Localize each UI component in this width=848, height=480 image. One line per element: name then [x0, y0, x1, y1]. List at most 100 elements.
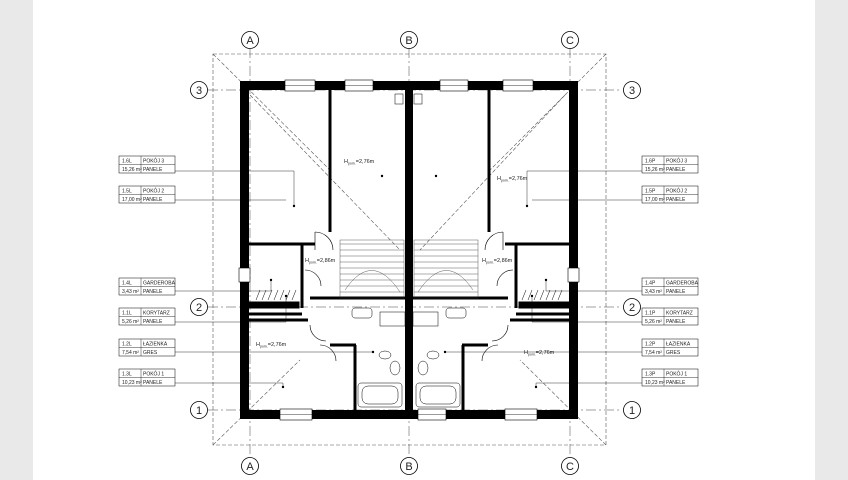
room-number: 1.6P — [645, 159, 656, 165]
room-floor: GRES — [143, 350, 158, 356]
room-tag: 1.1L KORYTARZ 5,26 m² PANELE — [118, 307, 176, 326]
room-tag: 1.2L ŁAZIENKA 7,54 m² GRES — [118, 338, 176, 357]
svg-text:3: 3 — [629, 85, 635, 97]
room-floor: GRES — [666, 350, 681, 356]
grid-axis-c-bottom: C — [561, 457, 579, 475]
room-number: 1.6L — [122, 159, 132, 165]
room-name: POKÓJ 2 — [666, 188, 687, 195]
axis-bubbles: A A B B C C 1 1 2 2 3 3 — [190, 31, 641, 475]
grid-axis-2-left: 2 — [190, 298, 208, 316]
grid-axis-3-right: 3 — [623, 81, 641, 99]
room-floor: PANELE — [666, 289, 686, 295]
room-area: 15,26 m² — [645, 167, 665, 173]
windows — [238, 79, 580, 421]
svg-text:2: 2 — [629, 302, 635, 314]
room-floor: PANELE — [143, 380, 163, 386]
room-tag: 1.4L GARDEROBA 3,43 m² PANELE — [118, 277, 176, 296]
room-area: 10,23 m² — [645, 380, 665, 386]
grid-axis-3-left: 3 — [190, 81, 208, 99]
room-name: GARDEROBA — [143, 281, 176, 287]
room-tag: 1.4P GARDEROBA 3,43 m² PANELE — [641, 277, 699, 296]
outer-walls — [240, 81, 578, 419]
room-area: 3,43 m² — [122, 289, 139, 295]
room-name: POKÓJ 3 — [143, 158, 164, 165]
room-area: 7,54 m² — [122, 350, 139, 356]
room-height-label: Hpom.=2,86m — [482, 258, 513, 265]
room-number: 1.4P — [645, 281, 656, 287]
room-name: ŁAZIENKA — [666, 342, 691, 348]
room-floor: PANELE — [143, 289, 163, 295]
room-name: POKÓJ 1 — [143, 371, 164, 378]
grid-lines — [208, 48, 622, 458]
room-number: 1.5P — [645, 189, 656, 195]
room-name: POKÓJ 1 — [666, 371, 687, 378]
svg-text:B: B — [405, 35, 412, 47]
svg-text:1: 1 — [196, 405, 202, 417]
room-number: 1.5L — [122, 189, 132, 195]
grid-axis-a-bottom: A — [241, 457, 259, 475]
room-area: 5,26 m² — [122, 319, 139, 325]
room-floor: PANELE — [666, 380, 686, 386]
room-area: 3,43 m² — [645, 289, 662, 295]
svg-text:A: A — [246, 461, 254, 473]
bathroom-fixtures — [351, 307, 467, 408]
svg-text:A: A — [246, 35, 254, 47]
svg-text:3: 3 — [196, 85, 202, 97]
svg-text:C: C — [566, 461, 574, 473]
room-tag: 1.2P ŁAZIENKA 7,54 m² GRES — [641, 338, 699, 357]
room-name: POKÓJ 3 — [666, 158, 687, 165]
room-number: 1.3L — [122, 372, 132, 378]
room-area: 15,26 m² — [122, 167, 142, 173]
room-number: 1.2P — [645, 342, 656, 348]
svg-text:1: 1 — [629, 405, 635, 417]
svg-text:2: 2 — [196, 302, 202, 314]
room-height-label: Hpom.=2,76m — [524, 350, 555, 357]
leader-lines — [175, 170, 642, 387]
room-floor: PANELE — [666, 319, 686, 325]
room-name: KORYTARZ — [143, 311, 170, 317]
room-floor: PANELE — [666, 167, 686, 173]
stairs — [339, 239, 479, 299]
doors — [304, 231, 514, 362]
room-name: POKÓJ 2 — [143, 188, 164, 195]
room-area: 10,23 m² — [122, 380, 142, 386]
room-number: 1.3P — [645, 372, 656, 378]
room-area: 7,54 m² — [645, 350, 662, 356]
room-floor: PANELE — [666, 197, 686, 203]
grid-axis-b-bottom: B — [400, 457, 418, 475]
room-number: 1.1P — [645, 311, 656, 317]
room-area: 17,00 m² — [645, 197, 665, 203]
grid-axis-2-right: 2 — [623, 298, 641, 316]
wardrobe-hatch — [255, 289, 563, 301]
room-name: GARDEROBA — [666, 281, 699, 287]
room-name: ŁAZIENKA — [143, 342, 168, 348]
room-height-label: Hpom.=2,76m — [256, 342, 287, 349]
room-number: 1.1L — [122, 311, 132, 317]
svg-text:B: B — [405, 461, 412, 473]
room-floor: PANELE — [143, 197, 163, 203]
room-area: 17,00 m² — [122, 197, 142, 203]
room-height-label: Hpom.=2,76m — [497, 176, 528, 183]
room-number: 1.2L — [122, 342, 132, 348]
room-floor: PANELE — [143, 319, 163, 325]
grid-axis-1-left: 1 — [190, 401, 208, 419]
grid-axis-c-top: C — [561, 31, 579, 49]
grid-axis-1-right: 1 — [623, 401, 641, 419]
room-floor: PANELE — [143, 167, 163, 173]
room-height-label: Hpom.=2,86m — [305, 258, 336, 265]
grid-axis-a-top: A — [241, 31, 259, 49]
svg-text:C: C — [566, 35, 574, 47]
grid-axis-b-top: B — [400, 31, 418, 49]
room-number: 1.4L — [122, 281, 132, 287]
